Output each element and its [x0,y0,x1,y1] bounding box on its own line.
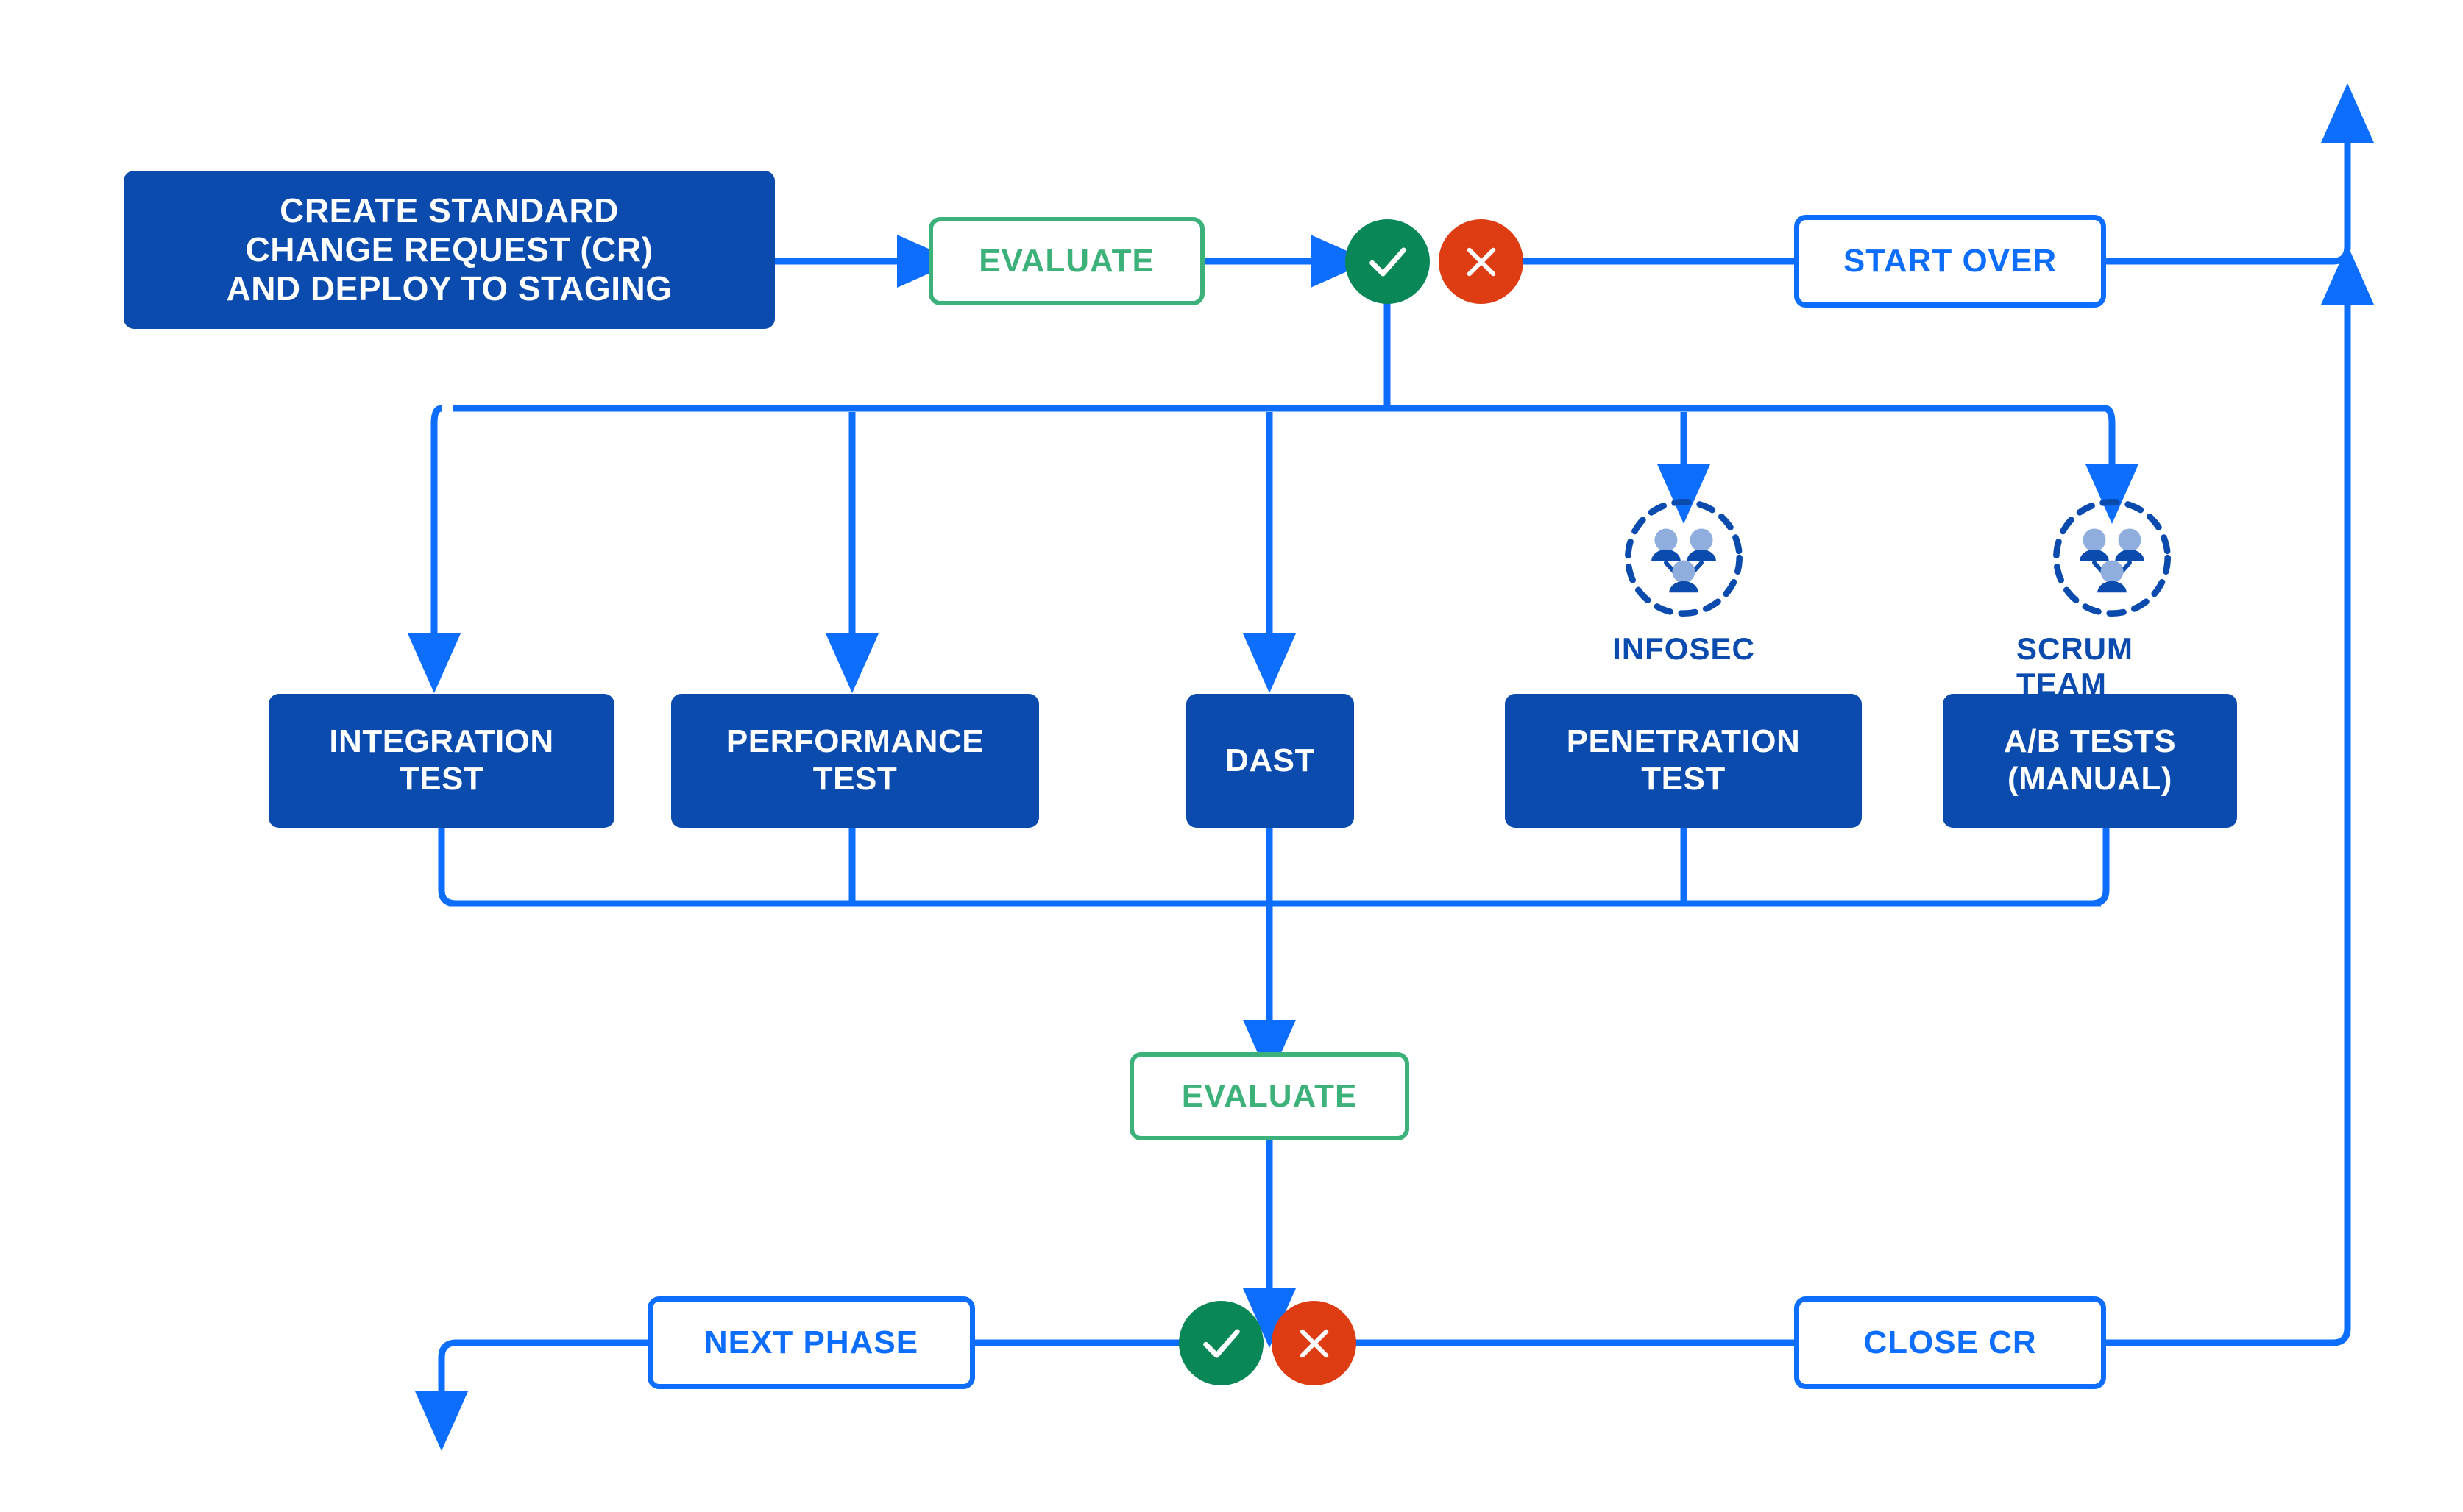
ab-tests-line2: (MANUAL) [2007,761,2172,797]
edge-next-phase-exit [415,1339,648,1451]
node-penetration-test[interactable]: PENETRATION TEST [1505,694,1862,828]
edge-ab-to-merge [2091,828,2110,907]
status-pass-bottom[interactable] [1179,1301,1264,1385]
node-evaluate-bottom[interactable]: EVALUATE [1130,1052,1409,1140]
create-cr-line1: CREATE STANDARD [280,191,619,230]
node-integration-test[interactable]: INTEGRATION TEST [269,694,614,828]
status-fail-top[interactable] [1439,219,1523,304]
ab-tests-line1: A/B TESTS [2003,723,2177,760]
node-next-phase[interactable]: NEXT PHASE [648,1296,975,1389]
edge-bus-to-scrum [2085,405,2138,524]
node-evaluate-top[interactable]: EVALUATE [929,217,1205,305]
create-cr-line3: AND DEPLOY TO STAGING [226,269,673,308]
x-icon [1300,1329,1328,1357]
status-pass-top[interactable] [1345,219,1430,304]
role-scrum-team: SCRUM TEAM [2016,494,2208,702]
status-fail-bottom[interactable] [1272,1301,1356,1385]
node-ab-tests[interactable]: A/B TESTS (MANUAL) [1943,694,2237,828]
node-dast[interactable]: DAST [1186,694,1354,828]
x-icon [1467,247,1495,276]
start-over-label: START OVER [1843,243,2058,279]
edge-start-over-return [2106,83,2374,265]
close-cr-label: CLOSE CR [1863,1324,2037,1360]
role-infosec-label: INFOSEC [1612,631,1755,666]
check-icon [1202,1329,1240,1357]
penetration-test-line1: PENETRATION [1566,723,1801,760]
dast-label: DAST [1225,742,1315,778]
next-phase-label: NEXT PHASE [704,1324,919,1360]
team-icon [1625,499,1743,617]
edge-bus-to-integration [408,405,461,693]
performance-test-line1: PERFORMANCE [726,723,985,760]
integration-test-line1: INTEGRATION [329,723,554,760]
node-performance-test[interactable]: PERFORMANCE TEST [671,694,1039,828]
evaluate-bottom-label: EVALUATE [1181,1078,1358,1114]
team-icon [2053,499,2171,617]
node-close-cr[interactable]: CLOSE CR [1794,1296,2106,1389]
edge-close-cr-return [2106,245,2374,1346]
evaluate-top-label: EVALUATE [979,243,1155,279]
check-icon [1369,247,1406,276]
integration-test-line2: TEST [399,761,484,797]
node-start-over[interactable]: START OVER [1794,215,2106,308]
penetration-test-line2: TEST [1641,761,1726,797]
role-scrum-team-label: SCRUM TEAM [2016,631,2133,701]
edge-integration-to-merge [438,828,457,907]
performance-test-line2: TEST [812,761,898,797]
role-infosec: INFOSEC [1603,494,1765,667]
create-cr-line2: CHANGE REQUEST (CR) [245,230,653,269]
node-create-cr[interactable]: CREATE STANDARD CHANGE REQUEST (CR) AND … [124,171,775,329]
